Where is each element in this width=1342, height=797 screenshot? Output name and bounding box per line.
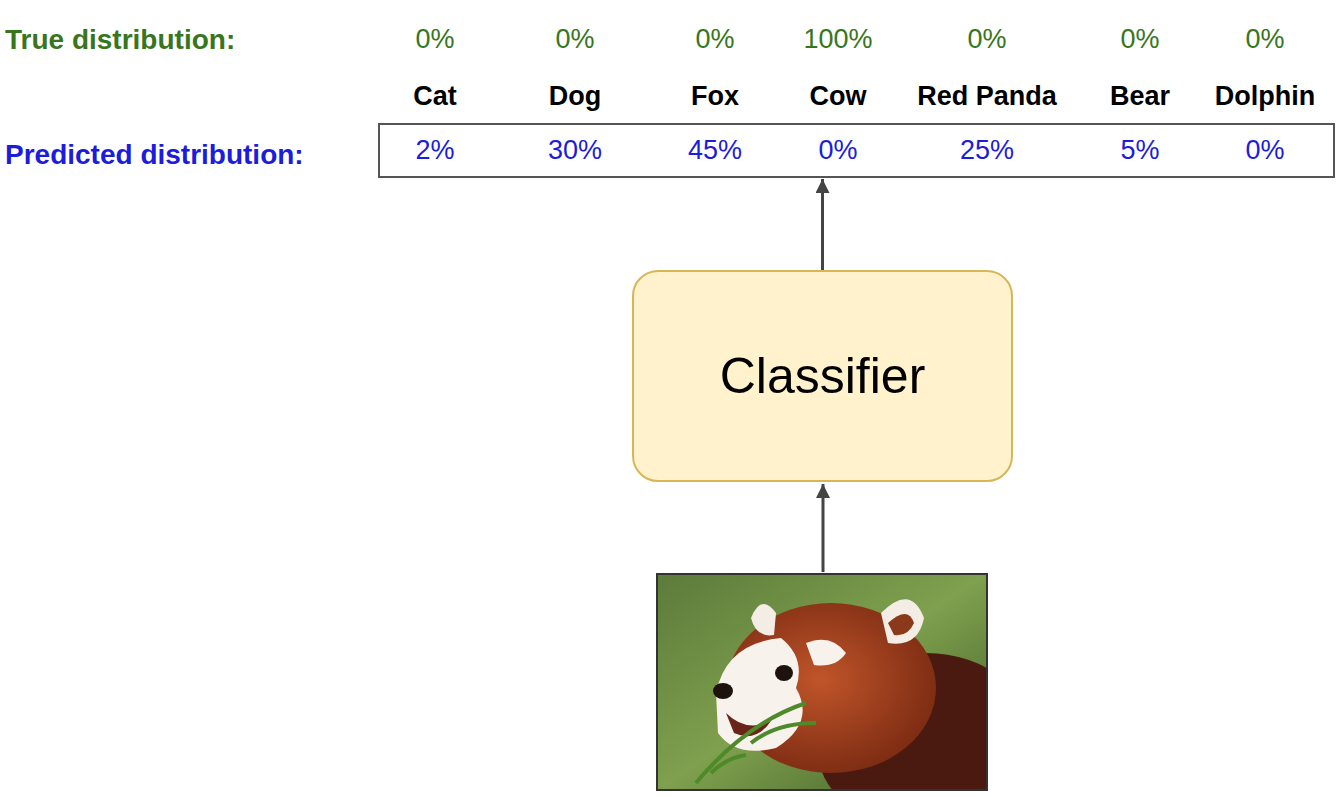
predicted-probability: 45% — [688, 136, 742, 166]
panda-eyebrow — [806, 640, 846, 666]
true-probability: 0% — [415, 25, 454, 55]
red-panda-photo — [656, 573, 988, 791]
predicted-probability: 0% — [1245, 136, 1284, 166]
true-probability: 0% — [1245, 25, 1284, 55]
predicted-probability: 5% — [1120, 136, 1159, 166]
true-probability: 0% — [555, 25, 594, 55]
true-probability: 0% — [695, 25, 734, 55]
classifier-box: Classifier — [632, 270, 1013, 482]
predicted-probability: 0% — [818, 136, 857, 166]
true-probability: 100% — [803, 25, 872, 55]
row-heading: Predicted distribution: — [5, 140, 304, 171]
class-name: Cat — [413, 82, 457, 112]
bamboo-leaves — [696, 703, 816, 783]
true-probability: 0% — [1120, 25, 1159, 55]
predicted-probability: 30% — [548, 136, 602, 166]
panda-ear-inner — [888, 614, 914, 635]
panda-ear — [751, 604, 776, 635]
panda-eye — [775, 665, 793, 681]
predicted-probability: 2% — [415, 136, 454, 166]
class-name: Fox — [691, 82, 739, 112]
true-probability: 0% — [967, 25, 1006, 55]
box-label: Classifier — [720, 349, 926, 404]
class-name: Cow — [810, 82, 867, 112]
class-name: Red Panda — [917, 82, 1057, 112]
predicted-probability: 25% — [960, 136, 1014, 166]
panda-nose — [713, 683, 733, 699]
flow-arrow — [821, 179, 824, 270]
class-name: Dolphin — [1215, 82, 1315, 112]
input-arrow — [822, 484, 825, 572]
row-heading: True distribution: — [5, 25, 235, 56]
photo-frame — [657, 574, 987, 790]
class-name: Bear — [1110, 82, 1170, 112]
class-name: Dog — [549, 82, 601, 112]
prediction-box: 2% 30% 45% 0% 25% 5% 0% — [378, 123, 1335, 178]
panda-ear — [881, 599, 924, 644]
